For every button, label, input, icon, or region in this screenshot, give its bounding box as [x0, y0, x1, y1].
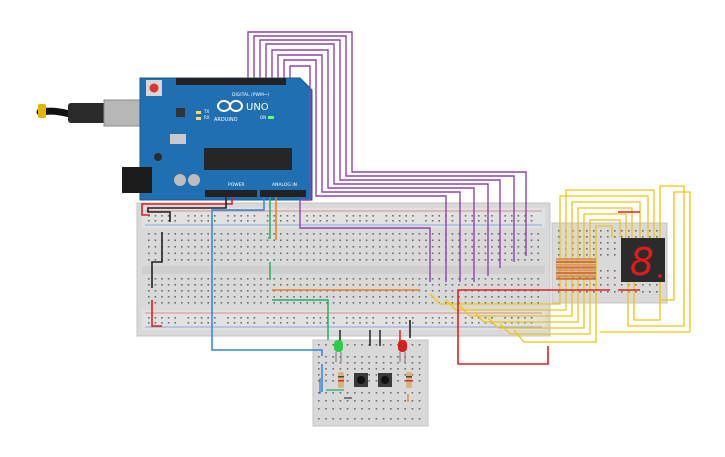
- digital-label: DIGITAL (PWM~): [232, 92, 270, 98]
- crystal: [170, 134, 186, 144]
- resistor-left: [338, 372, 344, 388]
- digital-header: [176, 78, 286, 85]
- seven-segment-display[interactable]: 8: [621, 238, 665, 284]
- top-power-rail: [142, 208, 545, 228]
- wire-d11: [259, 39, 501, 268]
- bottom-power-rail: [142, 310, 545, 330]
- wire-d12: [253, 35, 515, 262]
- resistor: [556, 277, 596, 280]
- atmega-chip: [204, 148, 292, 170]
- analog-label: ANALOG IN: [272, 182, 297, 188]
- display-digit: 8: [630, 240, 654, 284]
- capacitor-1: [174, 174, 186, 186]
- resistor: [556, 263, 596, 266]
- uno-logo-text: UNO: [246, 102, 269, 113]
- mini-breadboard-holes: [318, 344, 421, 420]
- pushbutton-left[interactable]: [354, 373, 368, 387]
- wire-common-anode: [457, 289, 610, 365]
- power-wires: [141, 197, 640, 365]
- display-housing: [621, 238, 665, 282]
- wire-gnd: [147, 197, 227, 222]
- center-channel: [142, 266, 545, 274]
- power-jack: [122, 167, 152, 193]
- main-breadboard[interactable]: [136, 202, 551, 337]
- on-led: [268, 116, 274, 119]
- resistor: [556, 272, 596, 275]
- wire-d8: [277, 54, 461, 282]
- arduino-logo: [217, 100, 243, 112]
- wire-a0: [211, 197, 323, 356]
- resistor: [556, 258, 596, 261]
- wire-d13: [247, 31, 527, 256]
- wire-5v: [141, 197, 233, 216]
- segment-resistors: [556, 258, 596, 280]
- resistor: [556, 266, 596, 269]
- wire-a1: [268, 197, 271, 239]
- analog-header: [260, 190, 306, 197]
- wire-d6: [289, 65, 431, 282]
- power-label: POWER: [228, 182, 245, 188]
- wire-gnd-bridge: [151, 232, 163, 288]
- on-label: ON: [260, 115, 266, 120]
- analog-wires: [211, 197, 420, 392]
- resistor: [556, 260, 596, 263]
- reset-button[interactable]: [149, 83, 159, 93]
- usb-connector: [103, 99, 141, 127]
- arduino-uno-board[interactable]: DIGITAL (PWM~) UNO ARDUINO TX RX ON POWE…: [122, 77, 313, 201]
- wire-d10: [265, 43, 489, 276]
- resistor-right: [406, 372, 412, 388]
- pushbutton-right[interactable]: [378, 373, 392, 387]
- usb-plug: [68, 103, 106, 123]
- resistor: [556, 269, 596, 272]
- usb-cable[interactable]: [36, 99, 141, 127]
- arduino-brand-text: ARDUINO: [214, 117, 238, 123]
- digital-signal-wires: [247, 31, 527, 282]
- red-led[interactable]: [398, 340, 407, 362]
- green-led[interactable]: [334, 340, 343, 362]
- wire-green-led: [272, 299, 329, 340]
- usb-chip: [176, 108, 185, 117]
- wire-d9: [271, 49, 475, 282]
- rx-label: RX: [204, 115, 210, 120]
- tx-label: TX: [203, 109, 209, 114]
- wire-d7: [283, 59, 447, 282]
- wire-5v-bridge: [151, 300, 162, 327]
- resistor: [556, 274, 596, 277]
- mini-board-wires: [319, 378, 409, 402]
- capacitor-2: [188, 174, 200, 186]
- power-header: [205, 190, 257, 197]
